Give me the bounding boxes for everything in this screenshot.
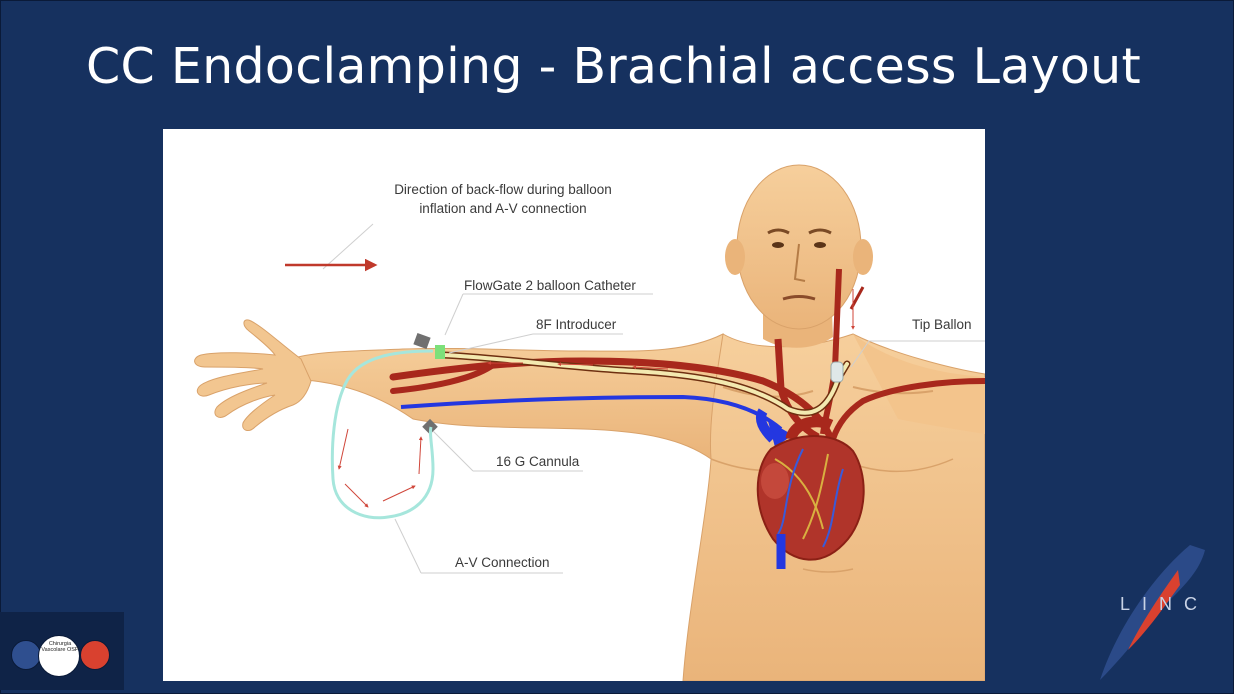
diagram-figure: Direction of back-flow during balloon in… [163,129,985,681]
flowgate-hub [435,345,445,359]
av-connection-label: A-V Connection [455,555,550,570]
introducer-hub [413,332,431,350]
flowgate-label: FlowGate 2 balloon Catheter [464,278,636,293]
hand [194,319,312,431]
back-flow-label: Direction of back-flow during balloon in… [363,182,643,216]
org-logo [0,612,124,690]
heart-illustration [756,408,865,569]
left-arm [282,333,724,461]
tip-ballon-label: Tip Ballon [912,317,972,332]
org-logo-red-dot [80,640,110,670]
brachial-artery [389,357,835,443]
linc-logo-text: LINC [1120,594,1210,614]
cannula-hub [422,418,438,435]
back-flow-label-line2: inflation and A-V connection [419,201,587,216]
right-subclavian [830,378,985,441]
carotid-artery [774,338,820,441]
linc-logo-swoosh [1100,545,1205,680]
org-logo-white-dot [38,635,80,677]
av-connection-tube [330,349,435,520]
basilic-vein [400,394,783,431]
introducer-label: 8F Introducer [536,317,617,332]
cannula-label: 16 G Cannula [496,454,580,469]
slide-title: CC Endoclamping - Brachial access Layout [86,38,1141,95]
tip-balloon [830,361,844,383]
back-flow-label-line1: Direction of back-flow during balloon [394,182,612,197]
org-logo-text: Chirurgia Vascolare OSP [41,641,79,653]
org-logo-blue-dot [11,640,41,670]
body-illustration [194,164,985,681]
